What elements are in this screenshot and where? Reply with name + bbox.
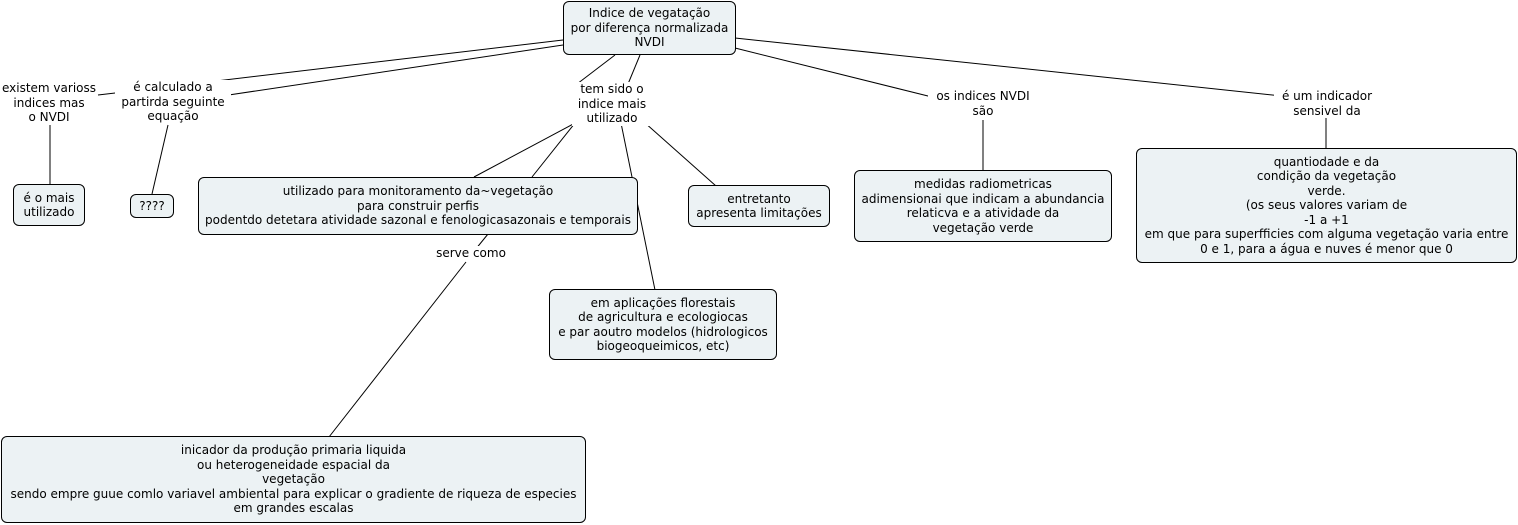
node-root[interactable]: Indice de vegatação por diferença normal… bbox=[563, 1, 736, 55]
phrase-line: tem sido o bbox=[580, 82, 644, 96]
link-calculado-question bbox=[151, 124, 169, 195]
node-line: por diferença normalizada bbox=[570, 20, 729, 35]
node-line: Indice de vegatação bbox=[588, 6, 711, 21]
node-line: medidas radiometricas bbox=[914, 177, 1052, 191]
node-inicador[interactable]: inicador da produção primaria liquida ou… bbox=[1, 436, 586, 523]
link-root-tem-sido-b bbox=[627, 54, 641, 85]
node-medidas[interactable]: medidas radiometricas adimensionai que i… bbox=[854, 170, 1112, 242]
node-line: sendo empre guue comlo variavel ambienta… bbox=[10, 486, 577, 501]
node-line: e par aoutro modelos (hidrologicos bbox=[558, 324, 768, 339]
node-line: verde. bbox=[1307, 183, 1346, 198]
node-line: entretanto bbox=[727, 191, 791, 206]
phrase-line: é um indicador bbox=[1281, 89, 1373, 103]
phrase-os-indices: os indices NVDI são bbox=[928, 89, 1038, 118]
node-line: para construir perfis bbox=[357, 198, 479, 213]
phrase-line: é calculado a bbox=[133, 80, 213, 94]
phrase-existem: existem varioss indices mas o NVDI bbox=[1, 81, 97, 125]
link-root-calculado bbox=[221, 44, 564, 97]
node-line: utilizado bbox=[23, 205, 75, 219]
link-tem-sido-monitoramento-b bbox=[531, 117, 580, 178]
node-line: 0 e 1, para a água e nuves é menor que 0 bbox=[1200, 241, 1453, 256]
node-limitacoes[interactable]: entretanto apresenta limitações bbox=[688, 185, 830, 227]
link-root-tem-sido bbox=[576, 54, 616, 85]
phrase-line: indice mais bbox=[577, 96, 647, 111]
node-line: condição da vegetação bbox=[1256, 169, 1397, 184]
link-tem-sido-aplicacoes bbox=[620, 122, 656, 291]
node-line: quantiodade e da bbox=[1273, 154, 1380, 169]
phrase-indicador: é um indicador sensivel da bbox=[1274, 89, 1380, 118]
node-line: ???? bbox=[139, 198, 165, 213]
node-quantidade[interactable]: quantiodade e da condição da vegetação v… bbox=[1136, 148, 1517, 263]
phrase-line: utilizado bbox=[586, 111, 638, 125]
phrase-tem-sido: tem sido o indice mais utilizado bbox=[572, 82, 652, 126]
node-line: biogeoqueimicos, etc) bbox=[596, 339, 730, 353]
node-line: em grandes escalas bbox=[233, 501, 354, 516]
node-line: inicador da produção primaria liquida bbox=[180, 443, 407, 458]
phrase-line: o NVDI bbox=[28, 110, 70, 124]
node-line: utilizado para monitoramento da~vegetaçã… bbox=[282, 184, 554, 199]
node-line: podentdo detetara atividade sazonal e fe… bbox=[205, 213, 631, 228]
node-question[interactable]: ???? bbox=[130, 194, 174, 218]
node-line: vegetação bbox=[262, 472, 325, 487]
node-aplicacoes[interactable]: em aplicações florestais de agricultura … bbox=[549, 289, 777, 360]
node-line: relaticva e a atividade da bbox=[906, 206, 1060, 220]
node-line: de agricultura e ecologiocas bbox=[578, 310, 748, 324]
link-root-indicador bbox=[734, 37, 1283, 97]
node-line: em aplicações florestais bbox=[590, 295, 736, 310]
phrase-line: são bbox=[972, 103, 994, 118]
phrase-line: partirda seguinte bbox=[121, 94, 225, 109]
phrase-serve: serve como bbox=[430, 246, 512, 261]
node-monitoramento[interactable]: utilizado para monitoramento da~vegetaçã… bbox=[198, 177, 638, 235]
node-mais-utilizado[interactable]: é o mais utilizado bbox=[13, 184, 85, 226]
node-line: ou heterogeneidade espacial da bbox=[197, 457, 390, 472]
phrase-line: serve como bbox=[436, 246, 506, 260]
link-tem-sido-limitacoes bbox=[643, 121, 717, 187]
node-line: (os seus valores variam de bbox=[1245, 198, 1408, 213]
node-line: vegetação verde bbox=[932, 220, 1034, 235]
link-root-os-indices bbox=[734, 47, 933, 98]
node-line: NVDI bbox=[634, 35, 665, 50]
phrase-line: sensivel da bbox=[1293, 103, 1361, 118]
node-line: é o mais bbox=[23, 190, 75, 205]
phrase-line: equação bbox=[147, 109, 199, 123]
phrase-calculado: é calculado a partirda seguinte equação bbox=[115, 80, 231, 124]
node-line: em que para superfficies com alguma vege… bbox=[1144, 227, 1509, 242]
phrase-line: os indices NVDI bbox=[936, 89, 1030, 103]
phrase-line: existem varioss bbox=[1, 81, 97, 95]
node-line: apresenta limitações bbox=[696, 206, 822, 220]
link-tem-sido-monitoramento bbox=[473, 121, 578, 178]
link-serve-inicador bbox=[328, 261, 467, 438]
node-line: adimensionai que indicam a abundancia bbox=[861, 191, 1105, 206]
node-line: -1 a +1 bbox=[1304, 212, 1349, 227]
phrase-line: indices mas bbox=[13, 95, 85, 110]
